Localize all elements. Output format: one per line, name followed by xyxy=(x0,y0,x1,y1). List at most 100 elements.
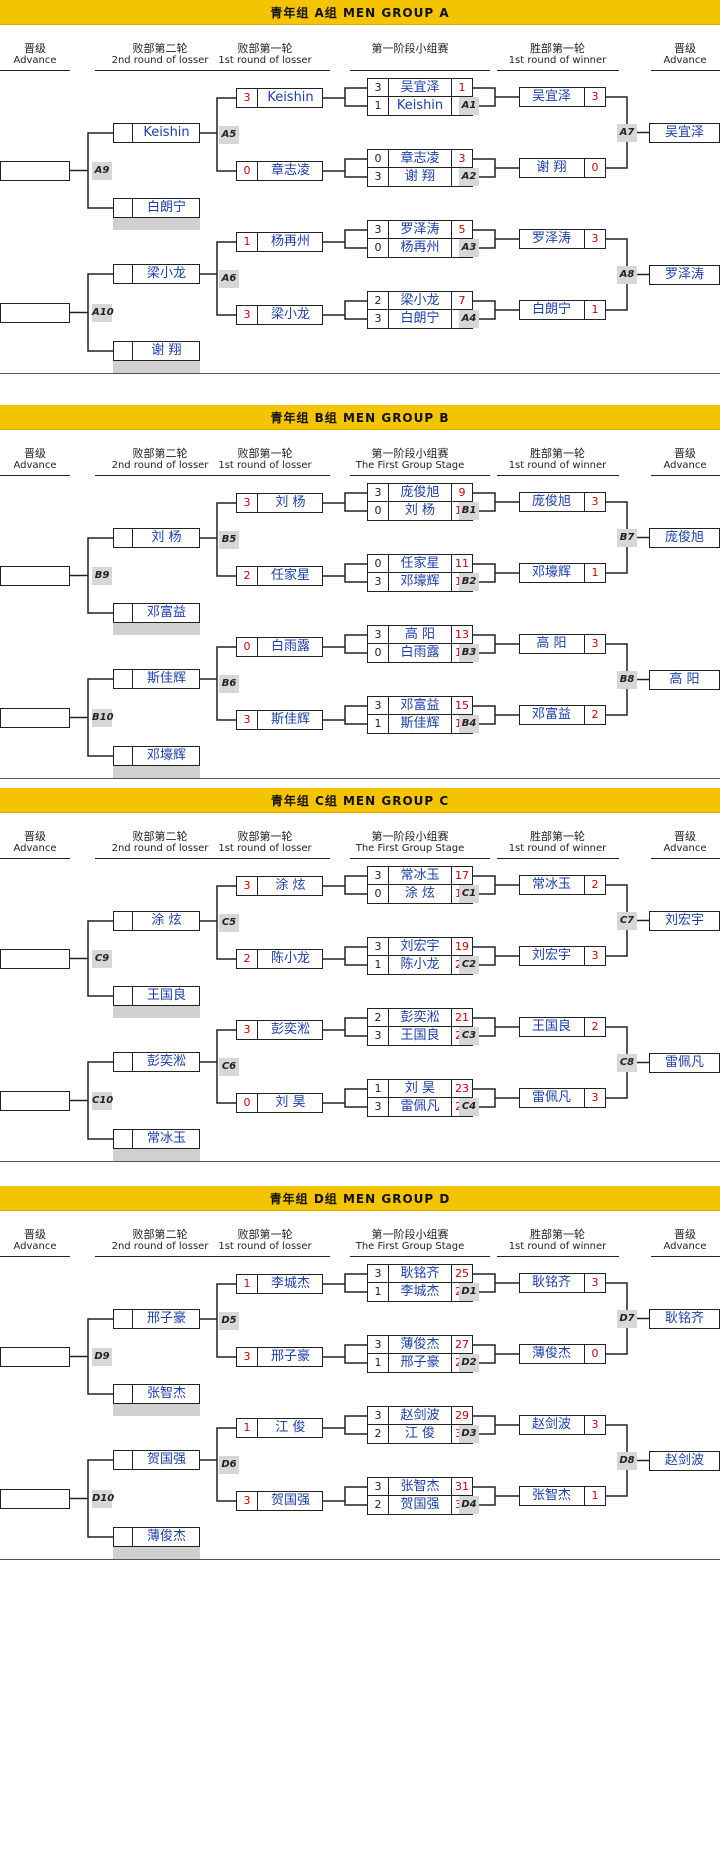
group-stage-entry[interactable]: 1陈小龙20 xyxy=(367,955,473,975)
loser-round2-entry[interactable]: 彭奕淞 xyxy=(113,1052,200,1072)
loser-round2-entry[interactable]: 贺国强 xyxy=(113,1450,200,1470)
advance-left-slot[interactable] xyxy=(0,1346,70,1367)
advance-left-slot[interactable] xyxy=(0,1090,70,1111)
advance-left-slot[interactable] xyxy=(0,1488,70,1509)
group-stage-entry[interactable]: 3白朗宁8 xyxy=(367,309,473,329)
loser-round2-entry[interactable]: 斯佳辉 xyxy=(113,669,200,689)
advance-right-entry[interactable]: 耿铭齐 xyxy=(649,1308,720,1329)
loser-round2-entry[interactable]: 薄俊杰 xyxy=(113,1527,200,1547)
advance-right-entry[interactable]: 赵剑波 xyxy=(649,1450,720,1471)
advance-left-slot[interactable] xyxy=(0,707,70,728)
loser-round2-entry[interactable]: 梁小龙 xyxy=(113,264,200,284)
group-stage-entry[interactable]: 1斯佳辉16 xyxy=(367,714,473,734)
loser-round2-entry[interactable]: Keishin xyxy=(113,123,200,143)
loser-round2-entry[interactable]: 涂 炫 xyxy=(113,911,200,931)
advance-left-slot[interactable] xyxy=(0,302,70,323)
group-stage-entry[interactable]: 1李城杰26 xyxy=(367,1282,473,1302)
advance-right-entry[interactable]: 刘宏宇 xyxy=(649,910,720,931)
advance-right-entry[interactable]: 吴宜泽 xyxy=(649,122,720,143)
loser-round2-entry[interactable]: 王国良 xyxy=(113,986,200,1006)
group-stage-entry[interactable]: 3谢 翔4 xyxy=(367,167,473,187)
advance-right-entry[interactable]: 高 阳 xyxy=(649,669,720,690)
advance-left-slot[interactable] xyxy=(0,948,70,969)
advance-right-entry[interactable]: 庞俊旭 xyxy=(649,527,720,548)
group-stage-entry[interactable]: 3雷佩凡24 xyxy=(367,1097,473,1117)
loser-round2-entry[interactable]: 谢 翔 xyxy=(113,341,200,361)
group-stage-entry[interactable]: 3邓壕辉12 xyxy=(367,572,473,592)
loser-round2-entry[interactable]: 邓富益 xyxy=(113,603,200,623)
group-stage-entry[interactable]: 1邢子豪28 xyxy=(367,1353,473,1373)
advance-right-entry[interactable]: 罗泽涛 xyxy=(649,264,720,285)
seed-number: 17 xyxy=(451,867,472,885)
group-stage-entry[interactable]: 1Keishin2 xyxy=(367,96,473,116)
advance-right-entry[interactable]: 雷佩凡 xyxy=(649,1052,720,1073)
advance-left-slot[interactable] xyxy=(0,160,70,181)
group-stage-entry[interactable]: 0涂 炫18 xyxy=(367,884,473,904)
winner-match-label-text: B8 xyxy=(619,673,635,685)
loser-round2-entry[interactable]: 邢子豪 xyxy=(113,1309,200,1329)
group-stage-entry[interactable]: 0白雨露14 xyxy=(367,643,473,663)
loser-round2-entry[interactable]: 邓壕辉 xyxy=(113,746,200,766)
group-stage-entry[interactable]: 2江 俊30 xyxy=(367,1424,473,1444)
loser-round2-entry[interactable]: 白朗宁 xyxy=(113,198,200,218)
match-score: 0 xyxy=(584,1345,605,1363)
loser-round2-entry[interactable]: 张智杰 xyxy=(113,1384,200,1404)
group-stage-entry[interactable]: 3王国良22 xyxy=(367,1026,473,1046)
group-stage-entry[interactable]: 2贺国强32 xyxy=(367,1495,473,1515)
advance-left-slot[interactable] xyxy=(0,565,70,586)
player-name: 吴宜泽 xyxy=(400,80,440,95)
group-stage-entry[interactable]: 0刘 杨10 xyxy=(367,501,473,521)
loser-round2-entry[interactable]: 常冰玉 xyxy=(113,1129,200,1149)
loser-round2-entry[interactable]: 刘 杨 xyxy=(113,528,200,548)
group-stage-entry[interactable]: 0杨再州6 xyxy=(367,238,473,258)
